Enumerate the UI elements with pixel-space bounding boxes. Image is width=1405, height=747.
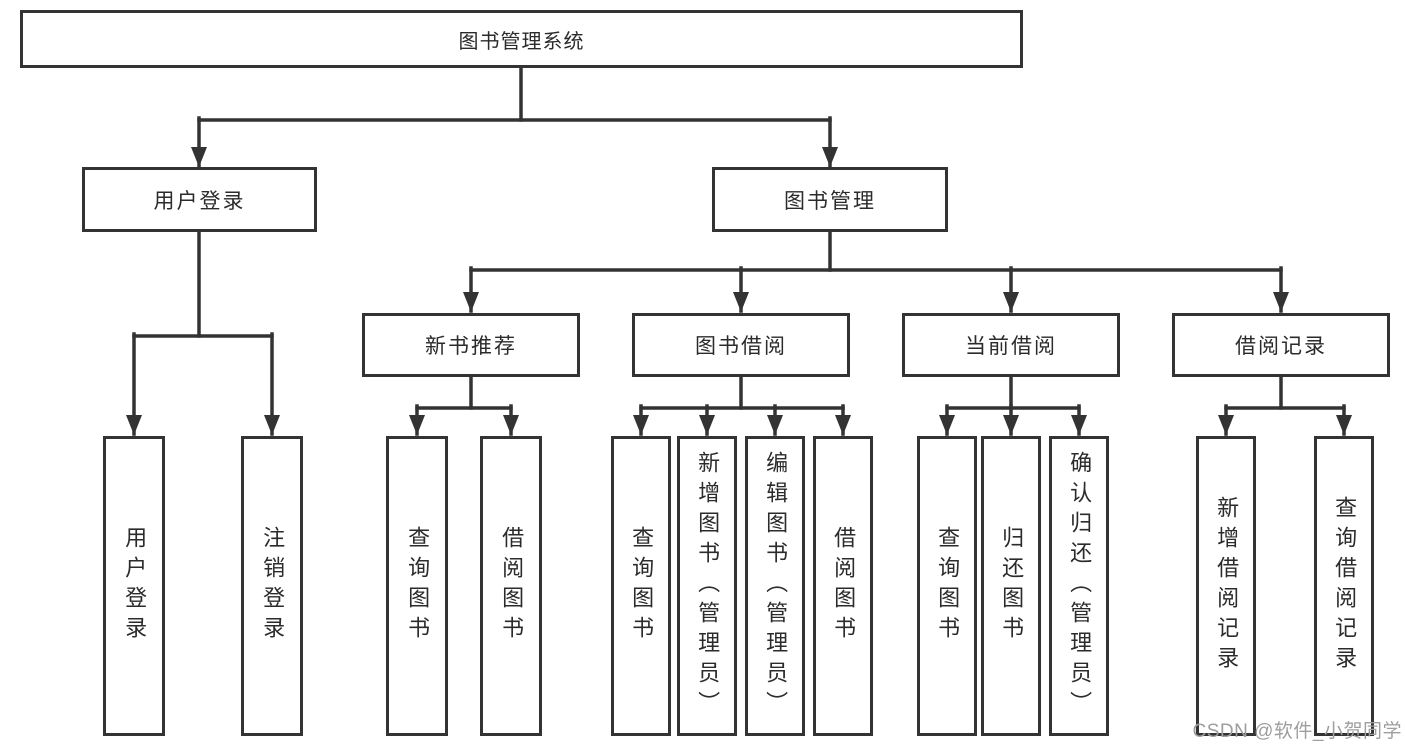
leaf-return-books-label: 归还图书 [999, 526, 1025, 646]
leaf-borrow-books-label: 借阅图书 [831, 526, 857, 646]
leaf-borrow-books-recommend: 借阅图书 [480, 436, 542, 736]
leaf-query-borrow-record-label: 查询借阅记录 [1332, 496, 1358, 676]
leaf-edit-books-admin-label: 编辑图书（管理员） [763, 451, 789, 721]
leaf-add-books-admin-label: 新增图书（管理员） [695, 451, 721, 721]
leaf-query-books-current-label: 查询图书 [935, 526, 961, 646]
leaf-return-books: 归还图书 [981, 436, 1041, 736]
leaf-logout: 注销登录 [241, 436, 303, 736]
leaf-user-login: 用户登录 [103, 436, 165, 736]
leaf-confirm-return-admin: 确认归还（管理员） [1049, 436, 1109, 736]
leaf-borrow-books: 借阅图书 [813, 436, 873, 736]
node-user-login-label: 用户登录 [153, 189, 246, 213]
leaf-user-login-label: 用户登录 [122, 526, 148, 646]
leaf-confirm-return-admin-label: 确认归还（管理员） [1067, 451, 1093, 721]
leaf-query-borrow-record: 查询借阅记录 [1314, 436, 1374, 736]
leaf-query-books-current: 查询图书 [917, 436, 977, 736]
node-new-book-recommendation-label: 新书推荐 [425, 335, 517, 358]
leaf-borrow-books-recommend-label: 借阅图书 [499, 526, 525, 646]
leaf-add-borrow-record: 新增借阅记录 [1196, 436, 1256, 736]
node-current-borrowing: 当前借阅 [902, 313, 1120, 377]
leaf-query-books-borrowing: 查询图书 [611, 436, 671, 736]
leaf-add-borrow-record-label: 新增借阅记录 [1214, 496, 1240, 676]
node-book-borrowing: 图书借阅 [632, 313, 850, 377]
node-user-login: 用户登录 [82, 167, 317, 232]
leaf-query-books-borrowing-label: 查询图书 [629, 526, 655, 646]
leaf-query-books-recommend-label: 查询图书 [405, 526, 431, 646]
node-book-management-label: 图书管理 [784, 189, 876, 213]
leaf-add-books-admin: 新增图书（管理员） [677, 436, 737, 736]
node-library-management-system: 图书管理系统 [20, 10, 1023, 68]
node-book-management: 图书管理 [712, 167, 948, 232]
node-borrowing-records: 借阅记录 [1172, 313, 1390, 377]
leaf-edit-books-admin: 编辑图书（管理员） [745, 436, 805, 736]
node-current-borrowing-label: 当前借阅 [965, 335, 1057, 358]
node-library-management-system-label: 图书管理系统 [458, 30, 585, 53]
node-book-borrowing-label: 图书借阅 [695, 335, 787, 358]
leaf-logout-label: 注销登录 [260, 526, 286, 646]
leaf-query-books-recommend: 查询图书 [386, 436, 448, 736]
edge-group [126, 64, 1352, 436]
node-borrowing-records-label: 借阅记录 [1235, 335, 1327, 358]
node-new-book-recommendation: 新书推荐 [362, 313, 580, 377]
csdn-watermark: CSDN @软件_小贺同学 [1192, 721, 1402, 742]
